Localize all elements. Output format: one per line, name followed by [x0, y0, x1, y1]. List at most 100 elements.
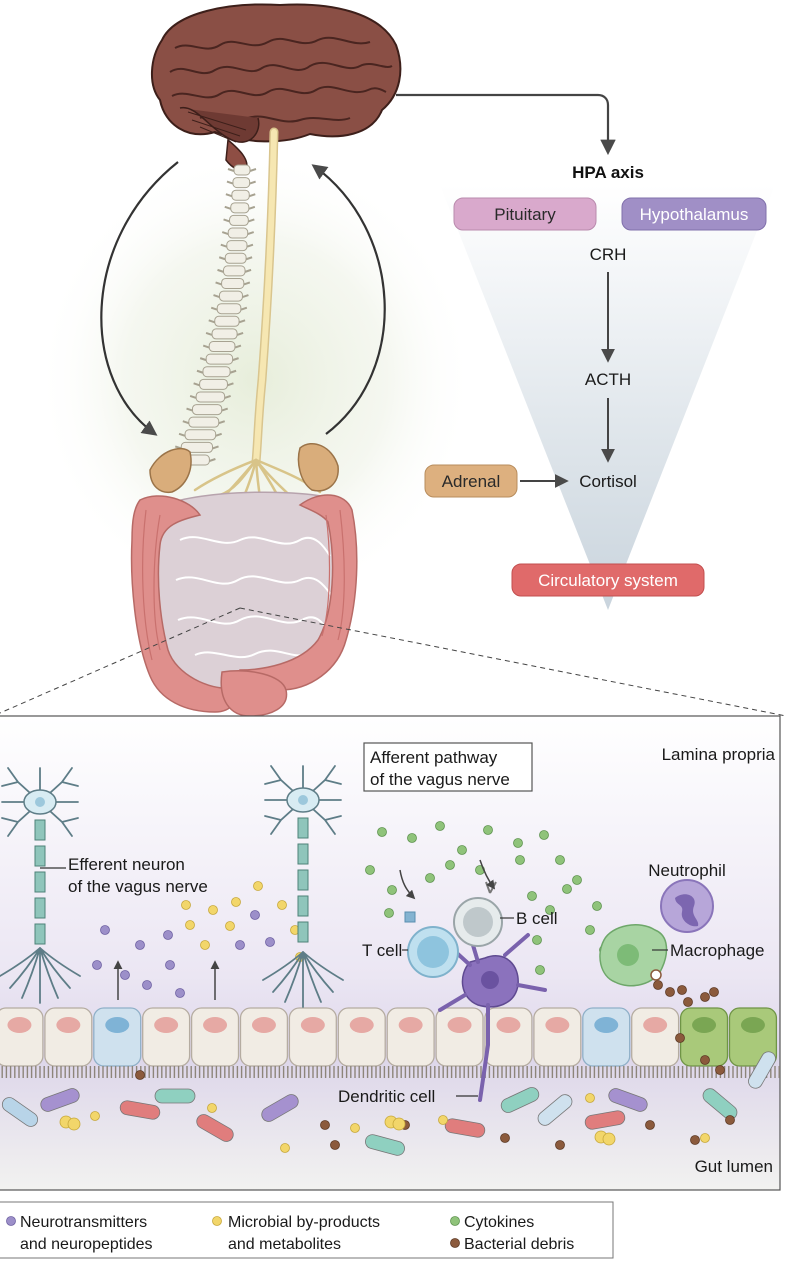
vertebra-process: [215, 281, 251, 286]
cytokine-dot: [572, 875, 582, 885]
efferent-neuron: [0, 767, 81, 1004]
background-glow: [35, 150, 475, 610]
adrenal-gland-right: [297, 443, 339, 492]
vertebra-process: [225, 193, 256, 198]
neurotransmitter-dot: [165, 960, 175, 970]
bacterial-debris-dot: [330, 1140, 340, 1150]
bacterium: [1, 1097, 39, 1127]
vertebra-process: [210, 306, 248, 311]
cytokine-dot: [562, 884, 572, 894]
epithelial-cell: [337, 1007, 386, 1067]
bacterial-debris-dot: [675, 1033, 685, 1043]
adrenal-label: Adrenal: [442, 472, 501, 491]
vertebra: [205, 353, 234, 365]
cytokine-dot: [483, 825, 493, 835]
metabolite-dot: [225, 921, 235, 931]
gut-lumen-label: Gut lumen: [695, 1157, 773, 1176]
cytokine-dot: [535, 965, 545, 975]
vertebra: [211, 328, 238, 340]
bacterium: [261, 1094, 299, 1122]
cell-nucleus: [203, 1017, 228, 1033]
legend-label-2a: Microbial by-products: [228, 1214, 380, 1231]
epithelial-cell: [239, 1007, 289, 1067]
bacterial-debris-dot: [725, 1115, 735, 1125]
bacterium: [748, 1051, 776, 1089]
cell-nucleus: [692, 1017, 717, 1033]
bacterial-debris-dot: [677, 985, 687, 995]
adrenal-pill: Adrenal: [424, 464, 518, 498]
microvilli: [1, 1066, 780, 1078]
legend-label-4: Bacterial debris: [464, 1236, 574, 1253]
neurotransmitter-dot: [135, 940, 145, 950]
neurotransmitter-dot: [250, 910, 260, 920]
bacterium: [119, 1100, 161, 1120]
afferent-label-line1: Afferent pathway: [370, 748, 498, 767]
myelin-segment: [297, 817, 309, 839]
myelin-segment: [297, 895, 309, 917]
bacterial-debris-dot: [665, 987, 675, 997]
crh-label: CRH: [590, 245, 627, 264]
myelin-segment: [297, 869, 309, 891]
pituitary-label: Pituitary: [494, 205, 556, 224]
bacterial-debris-dot: [653, 980, 663, 990]
metabolite-dot: [207, 1103, 217, 1113]
epithelial-cell: [533, 1007, 582, 1067]
vertebra-process: [186, 407, 229, 412]
neurotransmitter-dot: [92, 960, 102, 970]
neurotransmitter-dot: [175, 988, 185, 998]
vertebra: [192, 404, 223, 416]
bacterium: [365, 1134, 405, 1156]
cytokine-dot: [435, 821, 445, 831]
legend-label-3: Cytokines: [464, 1214, 534, 1231]
acth-label: ACTH: [585, 370, 631, 389]
vertebra-process: [218, 256, 253, 261]
vertebra-process: [199, 357, 239, 362]
vertebra-process: [213, 294, 249, 299]
molecule-dots: [59, 821, 735, 1153]
vertebra: [214, 315, 240, 327]
epithelial-cell: [0, 1007, 44, 1067]
metabolite-dot: [200, 940, 210, 950]
cytokine-dot: [445, 860, 455, 870]
bacterium: [702, 1088, 738, 1120]
hypothalamus-pill: Hypothalamus: [621, 197, 767, 231]
epithelial-cell: [288, 1007, 337, 1067]
vertebra-process: [196, 369, 237, 374]
cytokine-dot: [585, 925, 595, 935]
vertebra: [216, 303, 242, 315]
vertebra-process: [223, 218, 255, 223]
myelin-segment: [34, 897, 46, 919]
vertebra: [184, 429, 217, 441]
zoom-line-left: [0, 607, 241, 714]
cytokine-dot: [532, 935, 542, 945]
nucleus: [35, 797, 45, 807]
vertebra-process: [182, 420, 226, 425]
afferent-label-line2: of the vagus nerve: [370, 770, 510, 789]
bacterium: [500, 1087, 540, 1113]
cytokine-arrow-t-cell: [399, 869, 416, 900]
epithelial-cell: [142, 1007, 191, 1067]
afferent-loop-arrow: [311, 164, 386, 435]
hypothalamus-label: Hypothalamus: [640, 205, 749, 224]
epithelial-cell: [728, 1007, 778, 1067]
bacterial-debris-dot: [555, 1140, 565, 1150]
legend-label-1a: Neurotransmitters: [20, 1214, 147, 1231]
bacterial-debris-dot: [700, 992, 710, 1002]
neurotransmitter-dot: [100, 925, 110, 935]
myelin-segment: [34, 871, 46, 893]
axon-terminals: [0, 947, 81, 1004]
vertebra-process: [178, 432, 222, 437]
cytokine-dot: [377, 827, 387, 837]
epithelial-cell: [582, 1007, 631, 1067]
metabolite-dot: [231, 897, 241, 907]
bacterium: [40, 1088, 80, 1112]
legend-box: [0, 1201, 614, 1259]
cell-nucleus: [105, 1017, 130, 1033]
gut-lumen-bacteria: [1, 1051, 776, 1156]
cell-nucleus: [643, 1017, 668, 1033]
dendrites: [264, 765, 342, 835]
metabolite-dot: [208, 905, 218, 915]
cortisol-label: Cortisol: [579, 472, 637, 491]
epithelial-cell: [631, 1007, 680, 1067]
vertebra: [232, 177, 251, 189]
